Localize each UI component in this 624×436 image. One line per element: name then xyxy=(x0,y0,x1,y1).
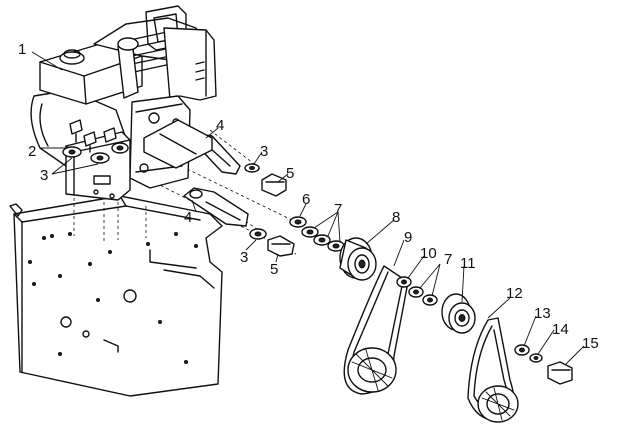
callout-7: 7 xyxy=(334,201,342,218)
end-bolt xyxy=(547,361,573,385)
callout-labels: 1 2 3 3 3 4 4 5 5 6 7 7 8 9 10 11 12 13 … xyxy=(18,41,599,352)
belt-rear xyxy=(467,317,519,423)
engine xyxy=(30,5,217,201)
washer-upper xyxy=(244,163,260,173)
bolt-lower xyxy=(267,235,295,257)
callout-4: 4 xyxy=(184,209,192,226)
callout-14: 14 xyxy=(552,321,569,338)
callout-3: 3 xyxy=(260,143,268,160)
end-washer xyxy=(514,344,530,356)
idler-pulley xyxy=(441,293,476,334)
bolt-upper xyxy=(261,173,287,197)
callout-1: 1 xyxy=(18,41,26,58)
drive-pulley xyxy=(339,237,377,281)
callout-10: 10 xyxy=(420,245,437,262)
bracket-upper xyxy=(143,119,241,175)
bracket-lower xyxy=(183,187,249,227)
belt-front xyxy=(343,265,409,395)
callout-13: 13 xyxy=(534,305,551,322)
callout-3: 3 xyxy=(40,167,48,184)
callout-2: 2 xyxy=(28,143,36,160)
washer-lower xyxy=(249,228,267,240)
callout-3: 3 xyxy=(240,249,248,266)
callout-6: 6 xyxy=(302,191,310,208)
spacer-stack xyxy=(289,216,345,252)
spacer-pair xyxy=(396,276,438,306)
mounting-bolts xyxy=(69,119,117,153)
callout-15: 15 xyxy=(582,335,599,352)
engine-washers xyxy=(62,142,129,164)
callout-7: 7 xyxy=(444,251,452,268)
callout-8: 8 xyxy=(392,209,400,226)
lock-washer xyxy=(529,353,543,363)
callout-12: 12 xyxy=(506,285,523,302)
callout-9: 9 xyxy=(404,229,412,246)
callout-5: 5 xyxy=(270,261,278,278)
leader-lines xyxy=(31,51,585,365)
callout-4: 4 xyxy=(216,117,224,134)
callout-5: 5 xyxy=(286,165,294,182)
housing-frame xyxy=(9,195,223,397)
callout-11: 11 xyxy=(460,255,476,272)
